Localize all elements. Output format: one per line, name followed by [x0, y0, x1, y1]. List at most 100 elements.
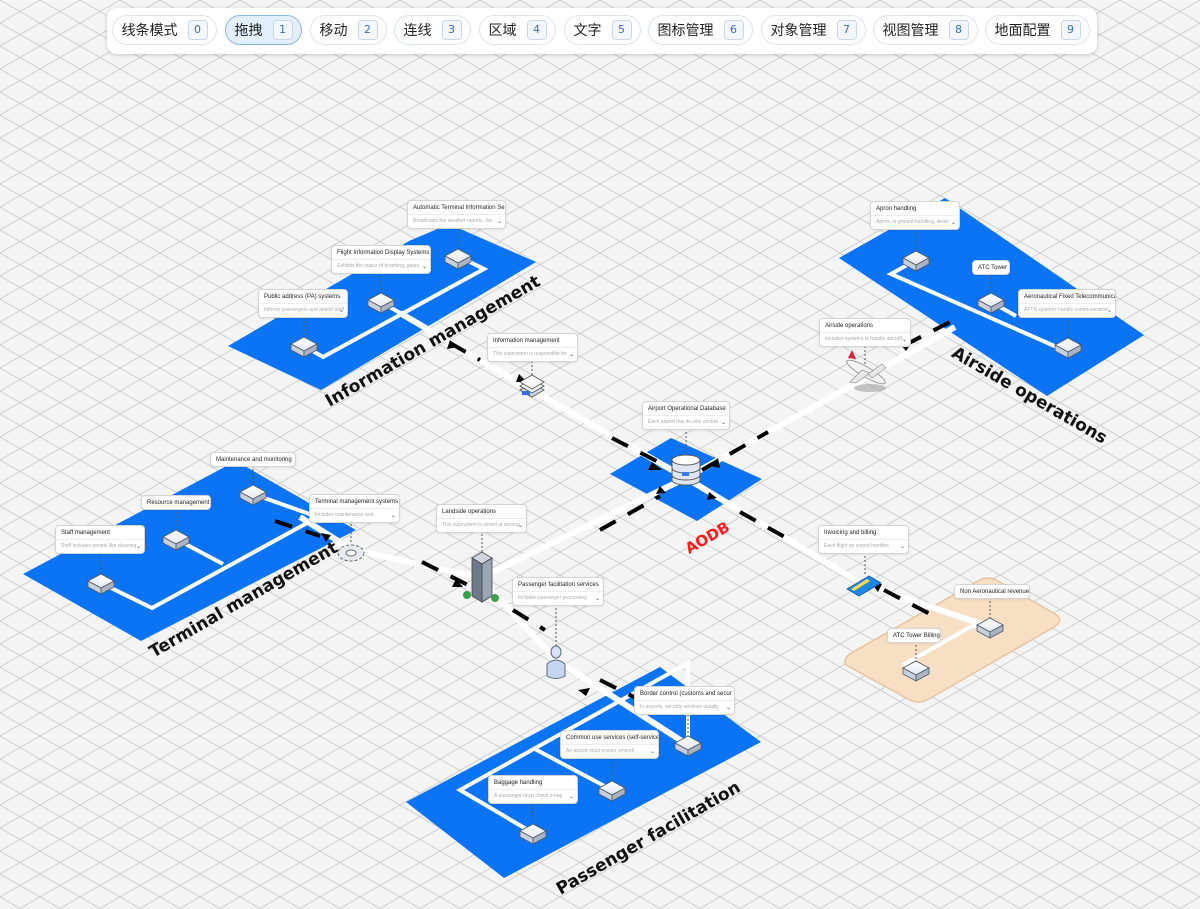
chevron-down-icon[interactable]: ⌄	[517, 523, 523, 529]
card-title: Automatic Terminal Information Se	[413, 205, 505, 211]
zone-terminal-management[interactable]	[23, 461, 356, 641]
card-resource[interactable]: Resource management	[141, 495, 211, 510]
chevron-down-icon[interactable]: ⌄	[901, 337, 907, 343]
chevron-down-icon[interactable]: ⌄	[899, 544, 905, 550]
chevron-down-icon[interactable]: ⌄	[390, 513, 396, 519]
server-icon[interactable]	[674, 735, 702, 757]
server-icon[interactable]	[87, 573, 115, 595]
credit-card-icon[interactable]	[846, 575, 882, 597]
toolbar-button-label: 连线	[403, 23, 432, 39]
card-description-text: In airports, security services usually	[640, 704, 719, 710]
card-description: An airport must ensure smooth⌄	[561, 744, 658, 758]
chevron-down-icon[interactable]: ⌄	[338, 308, 344, 314]
server-icon[interactable]	[598, 780, 626, 802]
card-description: In airports, security services usually ⌄	[635, 700, 734, 714]
card-description: Staff includes people like cleaning⌄	[56, 539, 144, 553]
chevron-down-icon[interactable]: ⌄	[594, 596, 600, 602]
server-icon[interactable]	[977, 292, 1005, 314]
chevron-down-icon[interactable]: ⌄	[496, 219, 502, 225]
toolbar-button-label: 区域	[488, 23, 517, 39]
toolbar-shortcut-key: 7	[836, 20, 857, 40]
building-icon[interactable]	[463, 551, 499, 603]
chevron-down-icon[interactable]: ⌄	[649, 749, 655, 755]
card-description: This subsystem is aimed at serving⌄	[437, 518, 526, 532]
card-title: Non Aeronautical revenue	[960, 589, 1029, 595]
chevron-down-icon[interactable]: ⌄	[135, 544, 141, 550]
card-description-text: Broadcasts the weather reports, the	[413, 218, 493, 224]
server-icon[interactable]	[290, 336, 318, 358]
server-icon[interactable]	[1054, 337, 1082, 359]
toolbar-button-9[interactable]: 地面配置 9	[985, 15, 1090, 45]
server-icon[interactable]	[976, 617, 1004, 639]
gear-icon[interactable]	[337, 544, 365, 562]
card-atis[interactable]: Automatic Terminal Information Se Broadca…	[407, 200, 506, 229]
stack-icon[interactable]	[519, 374, 545, 398]
chevron-down-icon[interactable]: ⌄	[1106, 308, 1112, 314]
server-icon[interactable]	[239, 484, 267, 506]
toolbar-shortcut-key: 9	[1060, 20, 1081, 40]
chevron-down-icon[interactable]: ⌄	[568, 352, 574, 358]
card-description-text: Informs passengers and airport staff	[264, 307, 344, 313]
card-description: A passenger must check a bag⌄	[489, 789, 577, 803]
server-icon[interactable]	[367, 292, 395, 314]
server-icon[interactable]	[902, 660, 930, 682]
card-description-text: This subsystem is aimed at serving	[442, 522, 520, 528]
zone-billing[interactable]	[844, 487, 1061, 703]
card-title: Staff management	[61, 530, 110, 536]
database-icon[interactable]	[671, 454, 701, 486]
server-icon[interactable]	[162, 529, 190, 551]
card-title: Landside operations	[442, 509, 497, 515]
card-title: Airside operations	[825, 323, 874, 329]
chevron-down-icon[interactable]: ⌄	[720, 420, 726, 426]
server-icon[interactable]	[902, 250, 930, 272]
card-pointers	[100, 228, 1069, 823]
card-description: Exhibits the status of boarding, gates⌄	[332, 259, 430, 273]
toolbar-button-label: 地面配置	[994, 23, 1051, 39]
server-icon[interactable]	[444, 248, 472, 270]
person-icon[interactable]	[546, 645, 566, 679]
card-atc[interactable]: ATC Tower	[972, 260, 1010, 275]
card-maint[interactable]: Maintenance and monitoring	[210, 452, 296, 467]
chevron-down-icon[interactable]: ⌄	[568, 794, 574, 800]
card-description-text: Apron, or ground handling, deals	[876, 219, 949, 225]
airplane-icon[interactable]	[844, 350, 887, 392]
zone-passenger-facilitation[interactable]	[406, 667, 761, 878]
card-title: ATC Tower Billing	[893, 633, 940, 639]
card-non-aero[interactable]: Non Aeronautical revenue	[954, 584, 1030, 599]
card-description: Broadcasts the weather reports, the⌄	[408, 214, 505, 228]
card-atc-billing[interactable]: ATC Tower Billing	[887, 628, 941, 643]
card-title: Terminal management systems	[315, 499, 399, 505]
chevron-down-icon[interactable]: ⌄	[421, 264, 427, 270]
server-icon[interactable]	[519, 823, 547, 845]
card-title: Passenger facilitation services	[518, 582, 599, 588]
chevron-down-icon[interactable]: ⌄	[725, 705, 731, 711]
chevron-down-icon[interactable]: ⌄	[950, 220, 956, 226]
toolbar-shortcut-key: 5	[611, 20, 632, 40]
